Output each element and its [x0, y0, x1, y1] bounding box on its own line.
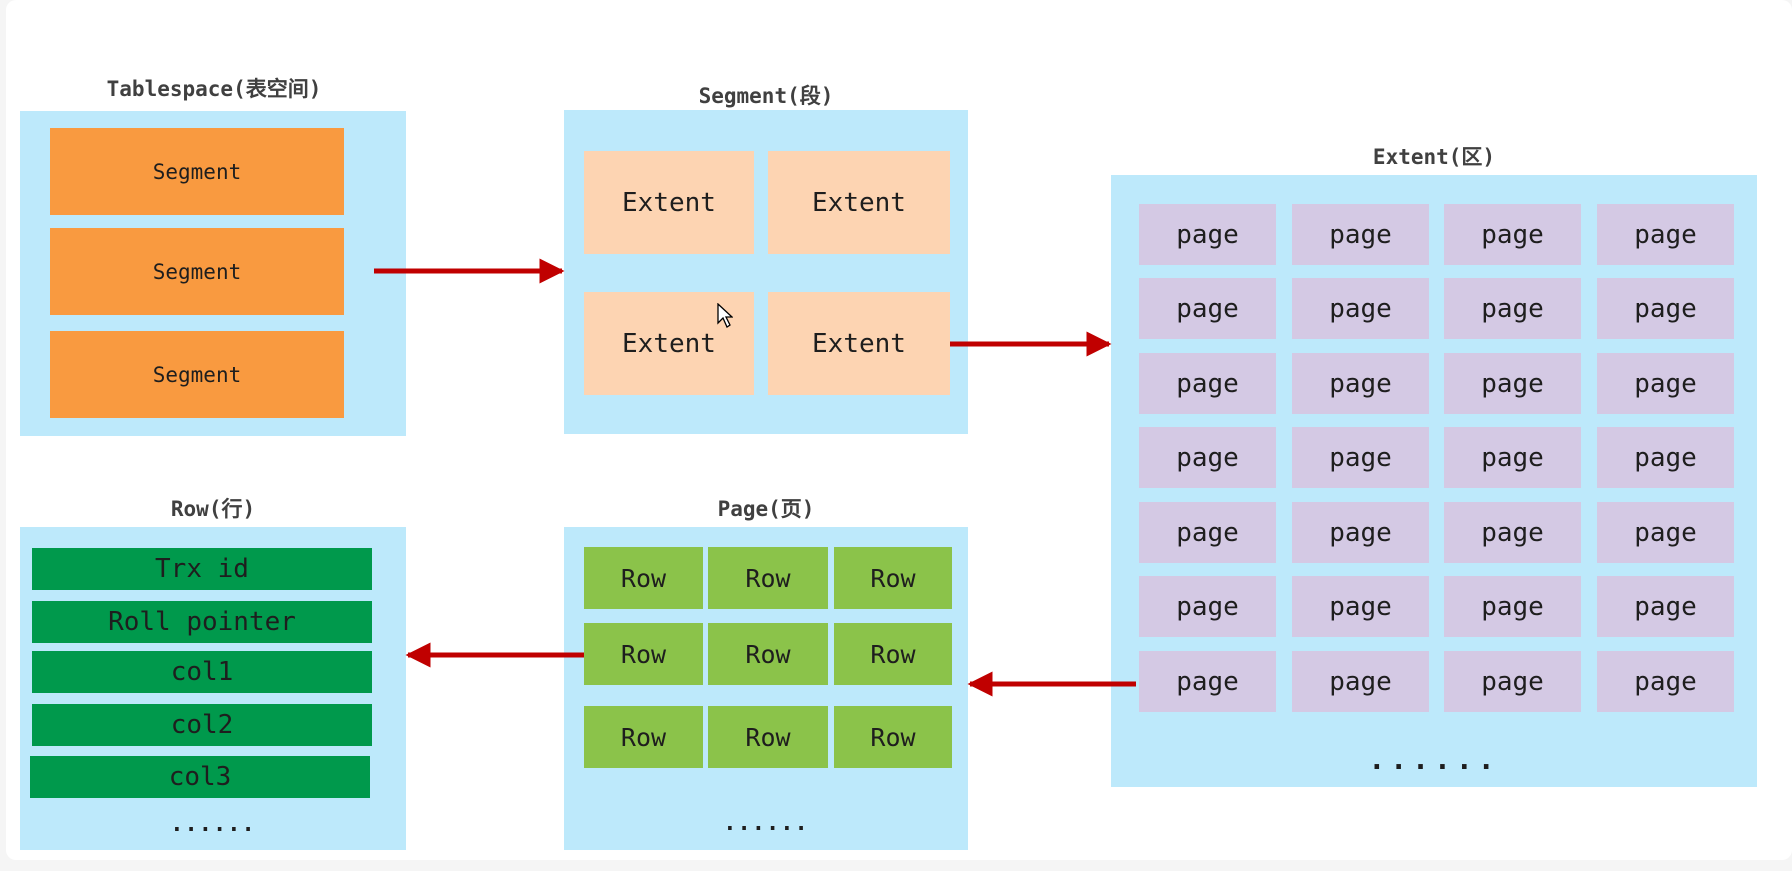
- extent-page: page: [1597, 651, 1734, 712]
- mouse-pointer-icon: [717, 303, 733, 328]
- page-row: Row: [584, 547, 703, 609]
- tablespace-segment: Segment: [50, 128, 344, 215]
- extent-page: page: [1292, 353, 1429, 414]
- extent-page: page: [1292, 576, 1429, 637]
- row-title: Row(行): [170, 497, 256, 521]
- row-field: col3: [30, 756, 370, 798]
- extent-page: page: [1139, 576, 1276, 637]
- extent-page: page: [1292, 651, 1429, 712]
- page-row: Row: [584, 623, 703, 685]
- row-field: col2: [32, 704, 372, 746]
- extent-ellipsis: ......: [1368, 743, 1500, 776]
- extent-page: page: [1444, 353, 1581, 414]
- page-row: Row: [834, 547, 952, 609]
- extent-page: page: [1597, 502, 1734, 563]
- page-title: Page(页): [717, 497, 815, 521]
- segment-title: Segment(段): [698, 84, 834, 108]
- row-ellipsis: ......: [170, 812, 256, 837]
- row-field: Trx id: [32, 548, 372, 590]
- extent-page: page: [1139, 278, 1276, 339]
- extent-page: page: [1597, 204, 1734, 265]
- tablespace-segment: Segment: [50, 331, 344, 418]
- page-row: Row: [834, 623, 952, 685]
- extent-title: Extent(区): [1372, 145, 1496, 169]
- extent-page: page: [1292, 427, 1429, 488]
- extent-page: page: [1444, 576, 1581, 637]
- segment-extent: Extent: [584, 292, 754, 395]
- extent-page: page: [1139, 502, 1276, 563]
- row-field: col1: [32, 651, 372, 693]
- extent-page: page: [1597, 353, 1734, 414]
- page-row: Row: [584, 706, 703, 768]
- segment-extent: Extent: [584, 151, 754, 254]
- page-ellipsis: ......: [723, 811, 809, 836]
- extent-page: page: [1139, 204, 1276, 265]
- extent-page: page: [1139, 651, 1276, 712]
- extent-page: page: [1597, 427, 1734, 488]
- extent-page: page: [1292, 204, 1429, 265]
- extent-page: page: [1597, 576, 1734, 637]
- extent-page: page: [1292, 278, 1429, 339]
- extent-page: page: [1444, 651, 1581, 712]
- page-row: Row: [708, 706, 828, 768]
- extent-page: page: [1292, 502, 1429, 563]
- segment-extent: Extent: [768, 151, 950, 254]
- row-field: Roll pointer: [32, 601, 372, 643]
- tablespace-segment: Segment: [50, 228, 344, 315]
- extent-page: page: [1444, 204, 1581, 265]
- row-panel: Trx id Roll pointer col1 col2 col3 .....…: [20, 527, 406, 850]
- extent-page: page: [1139, 353, 1276, 414]
- extent-page: page: [1444, 502, 1581, 563]
- segment-panel: Extent Extent Extent Extent: [564, 110, 968, 434]
- tablespace-title: Tablespace(表空间): [106, 77, 322, 101]
- extent-page: page: [1597, 278, 1734, 339]
- segment-extent: Extent: [768, 292, 950, 395]
- extent-page: page: [1444, 278, 1581, 339]
- extent-page: page: [1444, 427, 1581, 488]
- page-row: Row: [708, 547, 828, 609]
- tablespace-panel: Segment Segment Segment: [20, 111, 406, 436]
- page-row: Row: [708, 623, 828, 685]
- page-row: Row: [834, 706, 952, 768]
- extent-page: page: [1139, 427, 1276, 488]
